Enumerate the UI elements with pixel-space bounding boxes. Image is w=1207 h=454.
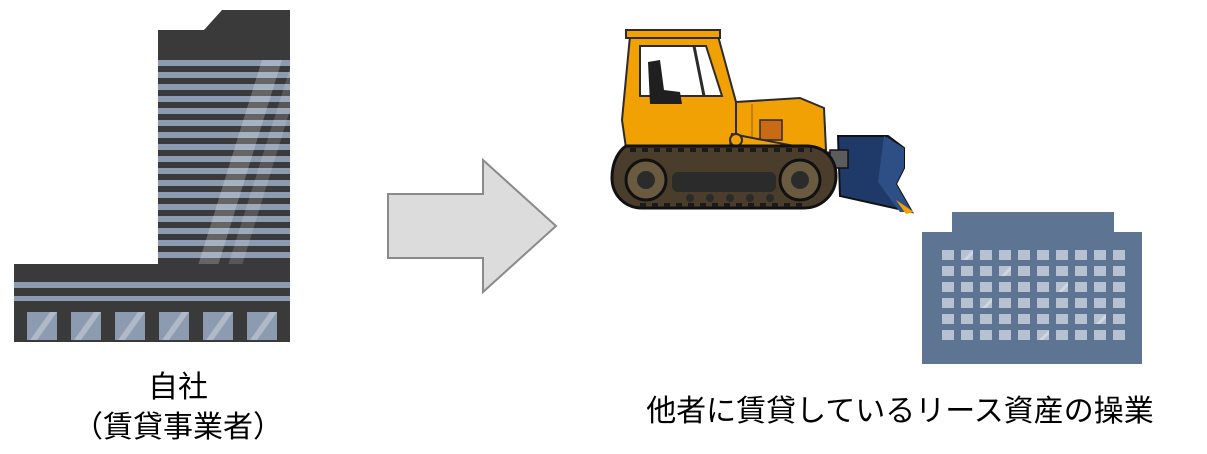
own-company-caption: 自社 （賃貸事業者） — [38, 368, 318, 448]
lessor-label: （賃貸事業者） — [73, 410, 283, 445]
right-arrow-icon — [387, 157, 558, 295]
own-company-label: 自社 — [148, 370, 208, 405]
small-office-building-icon — [922, 212, 1142, 364]
tall-office-building-icon — [14, 10, 290, 342]
leased-asset-operation-caption: 他者に賃貸しているリース資産の操業 — [646, 394, 1154, 429]
bulldozer-icon — [610, 29, 914, 214]
